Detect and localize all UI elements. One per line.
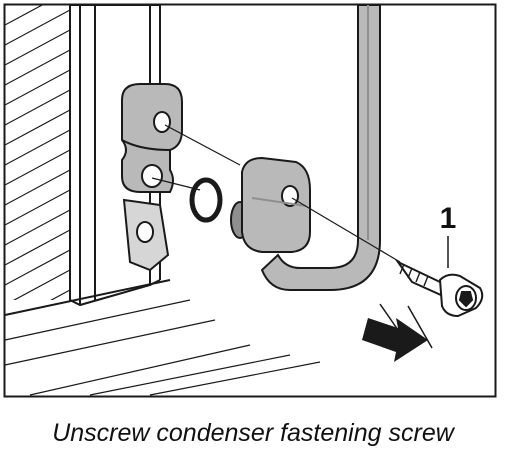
mounting-bracket [121,83,183,193]
removal-arrow [362,303,433,362]
figure-caption: Unscrew condenser fastening screw [52,419,454,447]
o-ring [189,177,223,223]
condenser-fins [5,5,71,300]
alignment-lines [151,124,401,263]
fastening-screw [395,259,484,318]
callout-number-1: 1 [440,202,457,235]
refrigerant-pipe [260,4,381,291]
figure-frame [3,3,497,398]
condenser-lower-band [4,279,321,396]
pipe-fitting [230,156,311,253]
bracket-tab [122,198,170,272]
